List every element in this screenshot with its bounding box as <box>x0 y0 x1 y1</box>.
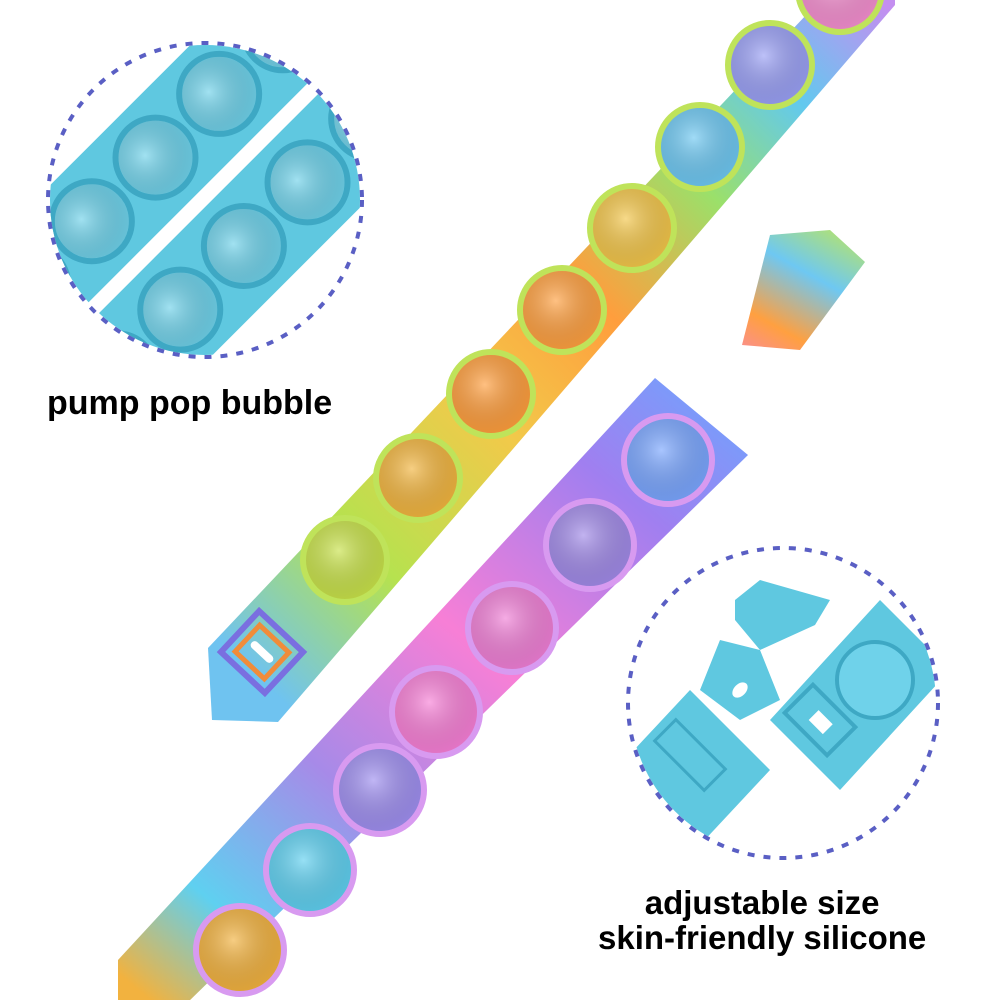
pop-bubble <box>264 139 351 226</box>
caption-line-adjustable-size: adjustable size <box>644 884 880 921</box>
magnified-bubble-detail-icon <box>50 45 360 355</box>
zoom-circle-top <box>46 41 364 359</box>
pop-bubble <box>50 178 135 265</box>
pop-bubble <box>200 202 287 289</box>
pop-bubble <box>193 903 287 997</box>
pop-bubble <box>725 20 815 110</box>
pop-bubble <box>389 665 483 759</box>
pop-bubble <box>112 114 199 201</box>
pop-bubble <box>300 515 390 605</box>
pop-bubble <box>517 265 607 355</box>
magnified-clasp-detail-icon <box>630 580 936 845</box>
pop-bubble <box>176 50 263 137</box>
pop-bubble <box>263 823 357 917</box>
pop-bubble <box>587 183 677 273</box>
caption-pump-pop-bubble: pump pop bubble <box>47 384 333 422</box>
pop-bubble <box>333 743 427 837</box>
pop-bubble <box>465 581 559 675</box>
zoom-circle-bottom <box>626 546 940 860</box>
pop-bubble <box>796 0 884 35</box>
pop-bubble <box>621 413 715 507</box>
pop-bubble <box>373 433 463 523</box>
pop-bubble <box>543 498 637 592</box>
strap-bubbles <box>193 0 884 997</box>
caption-line-skin-friendly: skin-friendly silicone <box>598 918 927 956</box>
caption-adjustable-size: adjustable size skin-friendly silicone <box>598 884 927 956</box>
pop-bubble <box>655 102 745 192</box>
pop-bubble <box>446 349 536 439</box>
pop-bubble <box>137 266 224 353</box>
